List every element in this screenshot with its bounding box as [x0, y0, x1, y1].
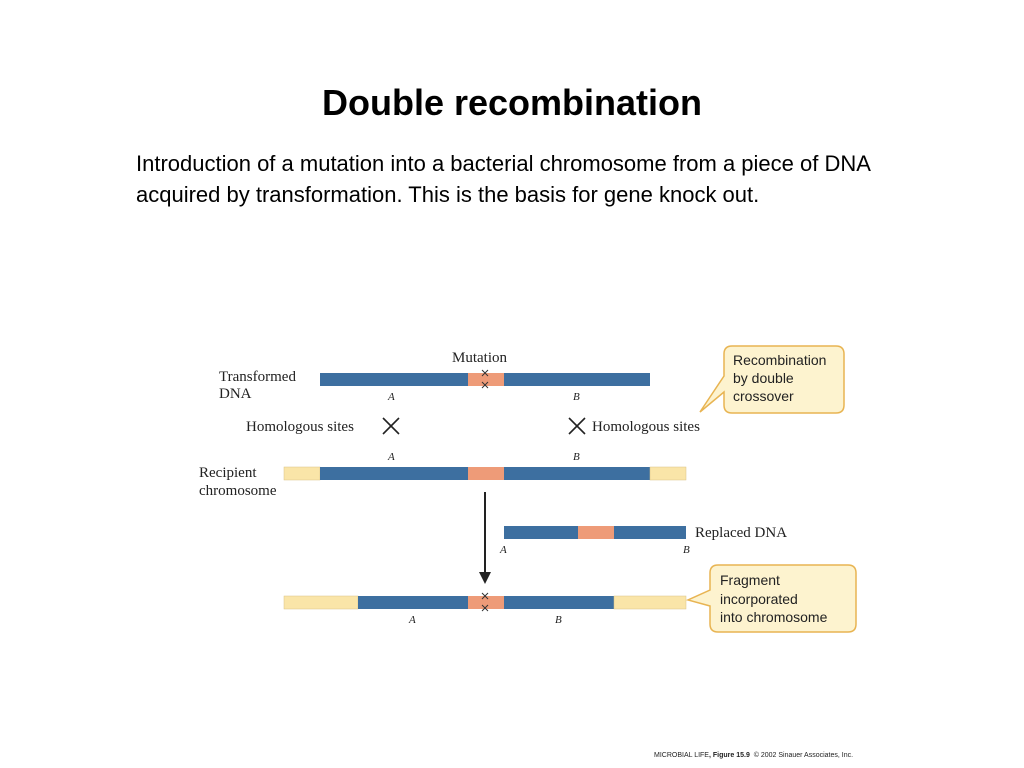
result-chromosome-strand: [283, 592, 687, 612]
recipient-label-line1: Recipient: [199, 465, 257, 481]
callout-bottom-line2: incorporated: [720, 591, 798, 607]
callout-bottom-line3: into chromosome: [720, 609, 828, 625]
replaced-dna-strand: [504, 526, 686, 539]
transformed-dna-segment-a: [320, 373, 468, 386]
callout-top-line3: crossover: [733, 388, 794, 404]
transformed-dna-label-line2: DNA: [219, 386, 252, 402]
recipient-gene-a-label: A: [387, 451, 395, 463]
result-gene-b-label: B: [555, 614, 562, 626]
transformed-dna-strand: [320, 369, 650, 389]
callout-double-crossover: Recombination by double crossover: [699, 345, 845, 414]
credit-book: MICROBIAL LIFE: [654, 752, 709, 759]
down-arrow-icon: [479, 492, 491, 584]
slide-body-text: Introduction of a mutation into a bacter…: [136, 151, 870, 207]
homologous-sites-left-label: Homologous sites: [246, 419, 354, 435]
recipient-gene-b-label: B: [573, 451, 580, 463]
replaced-dna-label: Replaced DNA: [695, 525, 787, 541]
transformed-dna-mutation: [468, 373, 504, 386]
slide-title: Double recombination: [321, 82, 703, 123]
mutation-x-marks: [481, 369, 489, 389]
recipient-label-line2: chromosome: [199, 483, 277, 499]
homologous-sites-right-label: Homologous sites: [592, 419, 700, 435]
recipient-chromosome-strand: [283, 466, 687, 481]
credit-copyright: © 2002 Sinauer Associates, Inc.: [753, 752, 854, 759]
credit-figure: , Figure 15.9: [708, 752, 750, 759]
callout-fragment-incorporated: Fragment incorporated into chromosome: [685, 564, 857, 633]
crossover-x-right-icon: [568, 417, 586, 435]
transformed-dna-segment-b: [504, 373, 650, 386]
transformed-dna-label-line1: Transformed: [219, 369, 296, 385]
callout-top-line2: by double: [733, 370, 794, 386]
callout-bottom-line1: Fragment: [720, 572, 780, 588]
figure-credit: MICROBIAL LIFE, Figure 15.9 © 2002 Sinau…: [654, 752, 853, 759]
replaced-gene-b-label: B: [683, 544, 690, 556]
mutation-label: Mutation: [452, 350, 507, 366]
callout-top-line1: Recombination: [733, 352, 826, 368]
crossover-x-left-icon: [382, 417, 400, 435]
replaced-gene-a-label: A: [499, 544, 507, 556]
transformed-gene-b-label: B: [573, 391, 580, 403]
transformed-gene-a-label: A: [387, 391, 395, 403]
result-gene-a-label: A: [408, 614, 416, 626]
